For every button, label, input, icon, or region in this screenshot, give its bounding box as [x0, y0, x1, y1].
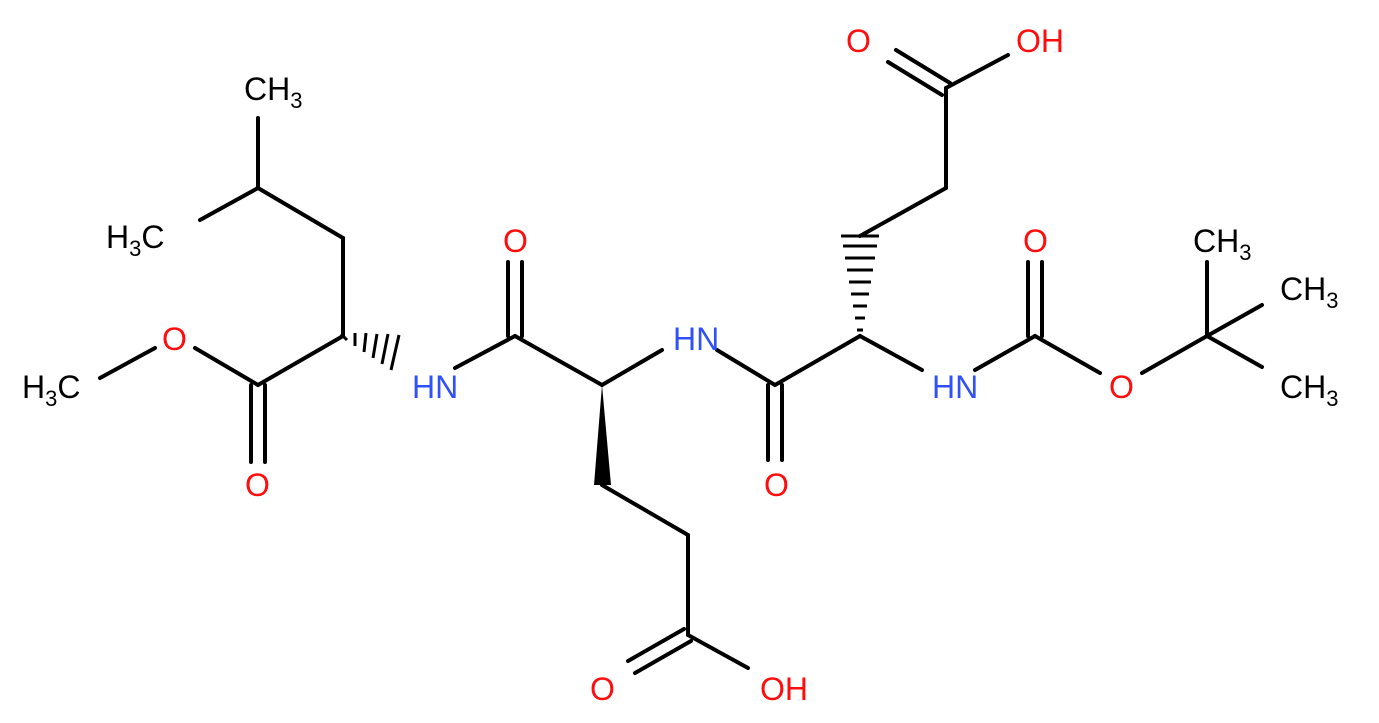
bold-wedge-glu-side — [594, 385, 611, 485]
bond-methoxy-o-ch3 — [98, 346, 157, 380]
bond-glu2-cd-o-a — [886, 60, 944, 97]
bond-boc-nh-carbonyl-c — [973, 334, 1037, 372]
bond-cq-ch3-2 — [1205, 303, 1264, 338]
label-tbu-ch3-1: CH3 — [1193, 223, 1251, 265]
bond-leu-ch-ch3left — [198, 186, 260, 222]
bond-glu2-cd-o-b — [894, 48, 952, 85]
label-side1-o: O — [590, 671, 615, 707]
label-ome-ch3: H3C — [22, 369, 80, 411]
bond-nh1-amide1-c — [453, 334, 517, 370]
bond-boc-c-ester-o — [1033, 334, 1102, 375]
atom-labels: CH3 H3C O H3C O HN O HN O O OH O OH HN O… — [22, 23, 1338, 707]
bond-glu2-cd-oh — [944, 53, 1010, 90]
bond-amide2-c-glu2-calpha — [773, 334, 862, 387]
label-ester-o: O — [245, 467, 270, 503]
label-side1-oh: OH — [760, 671, 808, 707]
label-methoxy-o: O — [162, 321, 187, 357]
bond-glu-cd-o-a — [626, 627, 686, 663]
label-boc-nh: HN — [932, 369, 978, 405]
bond-glu-cd-oh — [686, 633, 750, 670]
label-top-oh: OH — [1016, 23, 1064, 59]
label-amide1-o: O — [503, 223, 528, 259]
bond-glu-cd-o-b — [633, 639, 693, 675]
hashed-wedge-glu2-side — [841, 234, 879, 332]
bonds — [98, 48, 1264, 675]
bond-leu-calpha-ester-c — [256, 334, 345, 387]
bond-glu2-cb-cg — [858, 186, 948, 238]
label-leu-ch3-top: CH3 — [244, 71, 302, 113]
label-leu-ch3-left: H3C — [106, 219, 164, 261]
bond-ester-c-o-methoxy — [193, 346, 260, 387]
bond-glu-cb-cg — [600, 483, 690, 537]
hashed-wedge-leu-nh — [339, 332, 401, 371]
label-boc-carbonyl-o: O — [1023, 223, 1048, 259]
label-nh1: HN — [412, 369, 458, 405]
bond-cq-ch3-3 — [1205, 334, 1264, 369]
bond-nh2-amide2-c — [715, 348, 777, 387]
label-tbu-ch3-3: CH3 — [1280, 369, 1338, 411]
label-top-o: O — [846, 23, 871, 59]
bond-boc-ester-o-cq — [1140, 334, 1209, 375]
label-nh2: HN — [673, 321, 719, 357]
label-boc-ester-o: O — [1109, 369, 1134, 405]
label-tbu-ch3-2: CH3 — [1280, 271, 1338, 313]
bond-glu2-calpha-boc-nh — [858, 334, 924, 372]
bond-amide1-c-glu-calpha — [513, 334, 604, 387]
bond-glu-calpha-nh2 — [600, 348, 664, 387]
bond-leu-ch-ch2 — [256, 186, 345, 240]
label-amide2-o: O — [764, 467, 789, 503]
